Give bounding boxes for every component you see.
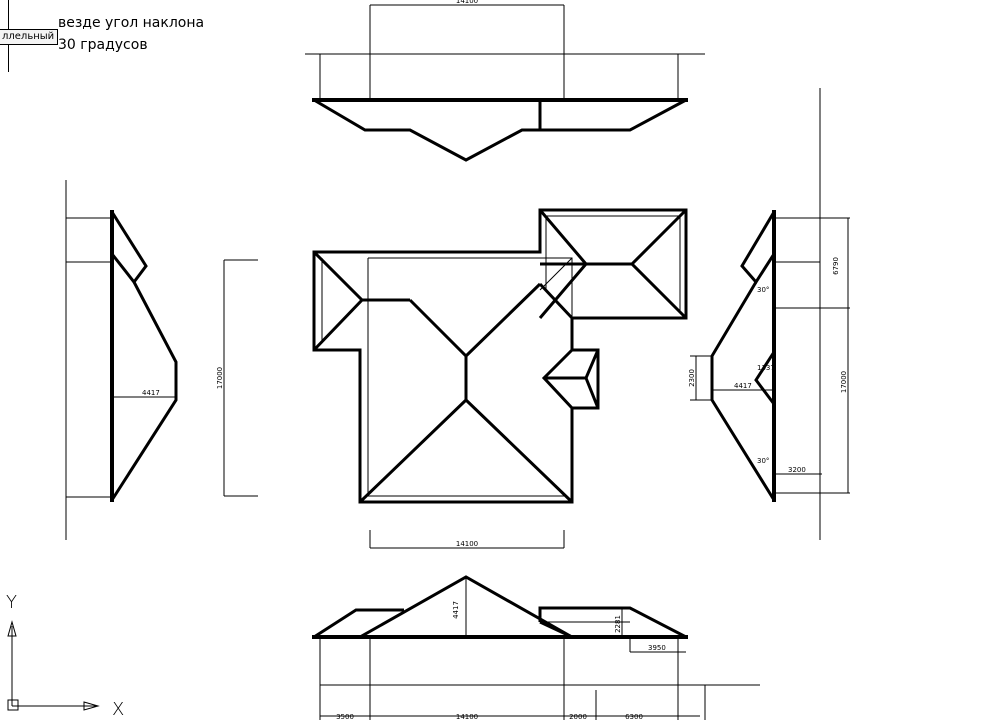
ucs-y-label: Y bbox=[6, 592, 17, 613]
dim-left-height: 17000 bbox=[216, 367, 224, 389]
dim-bottom-seg3: 2000 bbox=[569, 713, 587, 721]
dim-right-pitch: 1337 bbox=[757, 364, 775, 372]
dim-right-angle1: 30° bbox=[757, 286, 769, 294]
left-elevation: 4417 17000 bbox=[65, 180, 258, 540]
ucs-x-label: X bbox=[112, 699, 124, 720]
dim-bottom-ridge: 4417 bbox=[452, 601, 460, 619]
dim-right-lower: 17000 bbox=[840, 371, 848, 393]
dim-right-bottom: 3200 bbox=[788, 466, 806, 474]
roof-plan: 14100 bbox=[312, 208, 688, 549]
dim-plan-bottom: 14100 bbox=[456, 540, 478, 548]
dim-bottom-seg4: 6300 bbox=[625, 713, 643, 721]
dim-left-ridge: 4417 bbox=[142, 389, 160, 397]
ucs-icon: Y X bbox=[6, 592, 124, 720]
dim-bottom-offset: 3950 bbox=[648, 644, 666, 652]
dim-bottom-seg2: 14100 bbox=[456, 713, 478, 721]
dim-right-ridge: 4417 bbox=[734, 382, 752, 390]
dim-top-width: 14100 bbox=[456, 0, 478, 5]
dim-right-upper: 6790 bbox=[832, 257, 840, 275]
slope-note-line2: 30 градусов bbox=[58, 37, 148, 53]
top-elevation: 14100 bbox=[305, 0, 705, 162]
dim-bottom-small-height: 2281 bbox=[614, 615, 622, 633]
dim-right-small: 2300 bbox=[688, 369, 696, 387]
slope-note: везде угол наклона 30 градусов bbox=[58, 12, 204, 56]
right-elevation: 2300 4417 1337 30° 30° 3200 6790 17000 bbox=[688, 88, 850, 540]
tooltip-label: ллельный bbox=[0, 29, 59, 45]
slope-note-line1: везде угол наклона bbox=[58, 15, 205, 31]
dim-bottom-seg1: 3500 bbox=[336, 713, 354, 721]
dim-right-angle2: 30° bbox=[757, 457, 769, 465]
bottom-elevation: 4417 2281 3950 3500 14100 2000 6300 bbox=[312, 575, 760, 721]
